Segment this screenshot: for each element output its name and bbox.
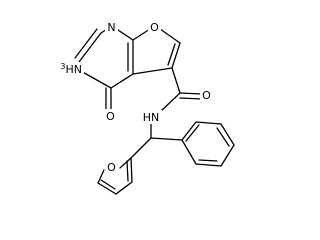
bond-c2-nh [78, 32, 102, 63]
atom-label-o-furyl: O [107, 161, 116, 174]
bond-camide-o-dbl [179, 97, 203, 100]
molecule-structure: N O 3HN O O HN O [52, 20, 235, 195]
atom-labels: N O 3HN O O HN O [52, 20, 213, 174]
atom-label-o-amide: O [202, 89, 211, 102]
bond-c5-camide [171, 67, 181, 94]
bond-ph-4 [220, 144, 235, 167]
bond-ch-ph [150, 137, 183, 141]
atom-label-nh-ring-locant: 3 [60, 62, 65, 71]
bond-ph-3 [220, 123, 235, 146]
bond-c3a-c4 [110, 73, 134, 89]
bond-ph-3-dbl [216, 127, 230, 147]
bond-o-c6 [159, 28, 181, 44]
atom-label-n-top: N [107, 21, 115, 34]
bond-ch-furyl [130, 137, 152, 159]
bond-c5-c3a [132, 67, 173, 75]
bond-camide-o [179, 92, 203, 95]
bond-ph-5-dbl [198, 159, 218, 162]
atom-label-n-amide: HN [143, 111, 160, 124]
bond-c6-c5-dbl [167, 43, 176, 66]
atom-label-o-furan-fused: O [150, 21, 159, 34]
bond-fu-3 [115, 181, 133, 195]
bond-camide-n [159, 92, 181, 113]
bond-c6-c5 [171, 42, 181, 69]
bond-fu-1 [119, 157, 132, 169]
bond-ph-2 [195, 121, 222, 125]
bond-fu-5 [97, 169, 105, 184]
bond-fu-4 [97, 182, 117, 195]
atom-label-nh-ring-text: HN [66, 63, 83, 76]
bond-fu-4-dbl [100, 179, 116, 190]
bond-ph-6 [181, 139, 197, 165]
bond-lines [74, 25, 235, 195]
bond-c7a-o [132, 28, 151, 41]
bond-ph-5 [195, 163, 222, 167]
atom-label-nh-ring: 3HN [60, 62, 82, 76]
bond-ph-1-dbl [185, 124, 200, 142]
bond-c4-nh [78, 69, 112, 89]
atom-label-o-keto: O [106, 110, 115, 123]
bond-c2-nh-dbl [74, 28, 98, 59]
bond-fu-2 [130, 157, 133, 183]
bond-fu-2-dbl [126, 160, 129, 182]
bond-ph-1 [181, 121, 197, 141]
